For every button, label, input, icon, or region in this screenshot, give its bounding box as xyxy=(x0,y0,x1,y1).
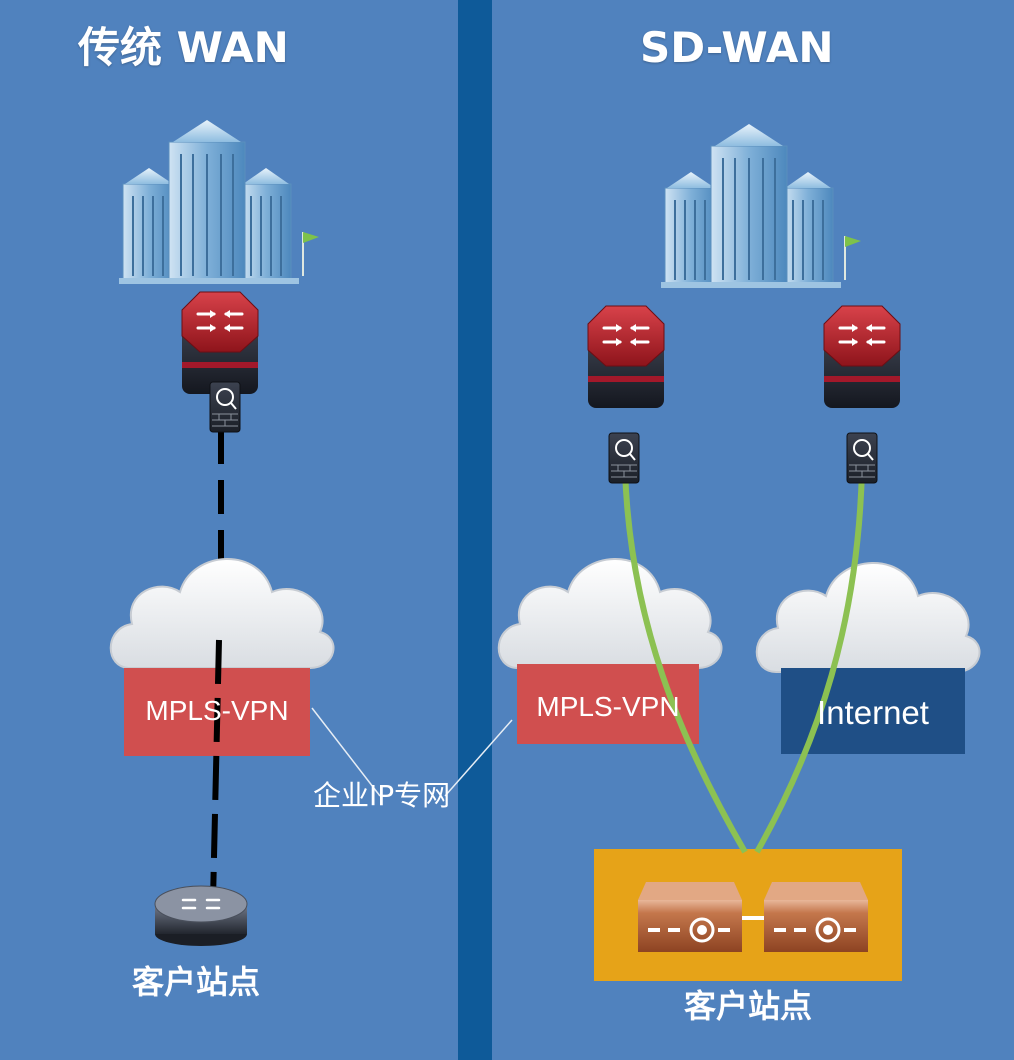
sdwan-appliance-icon xyxy=(764,882,868,952)
mpls-vpn-box-right xyxy=(517,664,699,744)
sd-wan-title: SD-WAN xyxy=(640,23,834,72)
sdwan-link-internet xyxy=(754,469,865,854)
panel-divider xyxy=(458,0,492,1060)
router-icon xyxy=(180,290,260,396)
mpls-vpn-label-right: MPLS-VPN xyxy=(536,691,680,722)
customer-site-label-left: 客户站点 xyxy=(132,963,261,1001)
router-icon xyxy=(586,304,666,410)
cloud-icon xyxy=(109,557,335,669)
router-icon xyxy=(822,304,902,410)
cloud-icon xyxy=(755,561,981,673)
mpls-vpn-label-left: MPLS-VPN xyxy=(145,695,289,726)
building-icon xyxy=(660,123,862,289)
callout-leader-right xyxy=(444,719,513,797)
customer-site-label-right: 客户站点 xyxy=(684,987,813,1025)
firewall-icon xyxy=(846,432,878,484)
edge-router-icon xyxy=(154,885,248,946)
cloud-icon xyxy=(497,557,723,669)
enterprise-ip-network-callout: 企业IP专网 xyxy=(313,779,451,812)
callout-leader-left xyxy=(311,707,381,797)
sdwan-link-mpls xyxy=(622,469,748,854)
sdwan-appliance-icon xyxy=(638,882,742,952)
traditional-wan-title: 传统 WAN xyxy=(78,23,289,72)
firewall-icon xyxy=(209,381,241,433)
internet-label: Internet xyxy=(817,694,929,731)
firewall-icon xyxy=(608,432,640,484)
building-icon xyxy=(118,119,320,285)
wan-link-left-lower xyxy=(210,639,222,901)
